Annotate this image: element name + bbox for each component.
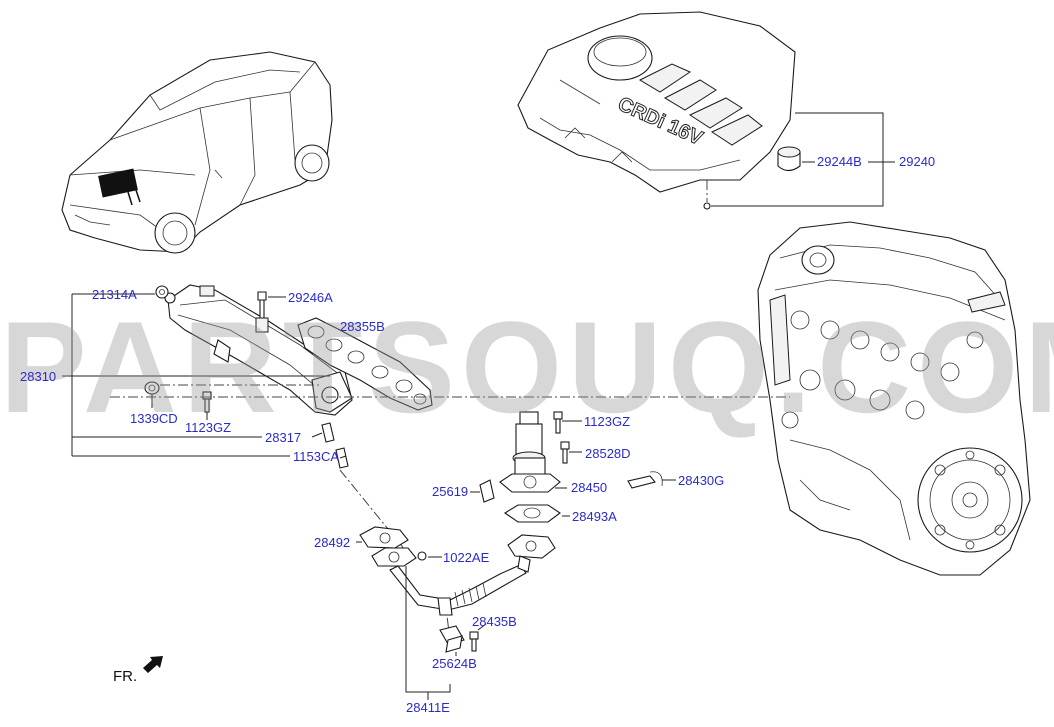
car-illustration (61, 51, 333, 254)
bolt-29246A (257, 291, 267, 319)
hose-28430G (627, 471, 663, 489)
label-28435B[interactable]: 28435B (472, 614, 517, 629)
bolt-1123GZ-left (202, 391, 212, 413)
front-arrow-icon (143, 656, 163, 673)
label-28492[interactable]: 28492 (314, 535, 351, 550)
label-29244B[interactable]: 29244B (817, 154, 862, 169)
grommet-29244B (777, 146, 801, 172)
label-28493A[interactable]: 28493A (572, 509, 617, 524)
label-28317[interactable]: 28317 (265, 430, 302, 445)
label-1153CA[interactable]: 1153CA (293, 449, 340, 464)
label-29246A[interactable]: 29246A (288, 290, 333, 305)
label-28450[interactable]: 28450 (571, 480, 608, 495)
engine-block (757, 221, 1031, 576)
label-25624B[interactable]: 25624B (432, 656, 477, 671)
label-1123GZ-mid[interactable]: 1123GZ (584, 414, 631, 429)
label-21314A[interactable]: 21314A (92, 287, 137, 302)
nut-1339CD (144, 381, 160, 395)
label-1123GZ-left[interactable]: 1123GZ (185, 420, 232, 435)
label-25619[interactable]: 25619 (432, 484, 469, 499)
front-marker: FR. (113, 668, 138, 685)
label-28355B[interactable]: 28355B (340, 319, 385, 334)
label-1339CD[interactable]: 1339CD (130, 411, 178, 426)
gasket-28355B (297, 317, 433, 411)
label-1022AE[interactable]: 1022AE (443, 550, 490, 565)
label-28430G[interactable]: 28430G (678, 473, 725, 488)
bolt-28435B (469, 631, 479, 652)
egr-valve (499, 411, 561, 493)
egr-cooler (164, 284, 353, 416)
clamp-25624B (439, 625, 465, 653)
engine-cover: CRDi 16V (517, 11, 796, 193)
bolt-1123GZ-mid (553, 411, 563, 434)
gasket-28493A (503, 504, 561, 523)
label-28528D[interactable]: 28528D (585, 446, 631, 461)
label-29240[interactable]: 29240 (899, 154, 936, 169)
label-28310[interactable]: 28310 (20, 369, 57, 384)
egr-pipe (359, 526, 556, 616)
bolt-28528D (560, 441, 570, 464)
label-28411E[interactable]: 28411E (406, 700, 450, 715)
